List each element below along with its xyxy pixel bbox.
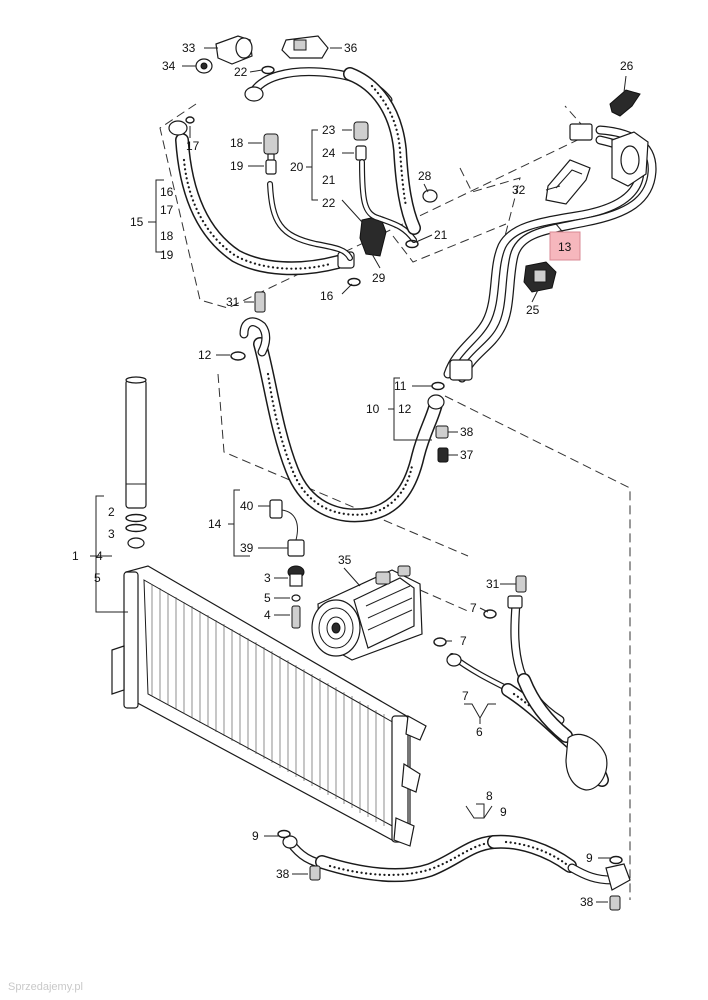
label-19-left: 19: [230, 159, 244, 173]
label-17-left: 17: [160, 203, 174, 217]
label-31-top: 31: [226, 295, 240, 309]
label-7-mid: 7: [460, 634, 467, 648]
label-26: 26: [620, 59, 634, 73]
watermark: Sprzedajemy.pl: [8, 981, 83, 993]
label-2: 2: [108, 505, 115, 519]
label-24: 24: [322, 146, 336, 160]
label-4-right: 4: [264, 608, 271, 622]
hose-8: [282, 834, 631, 891]
hose-15: [168, 120, 355, 276]
label-21-mid: 21: [322, 173, 336, 187]
label-5-right: 5: [264, 591, 271, 605]
valve-body-24: [355, 145, 367, 161]
hose-10: [239, 317, 445, 523]
label-1: 1: [72, 549, 79, 563]
label-18-left: 18: [230, 136, 244, 150]
highlight-box-13: [549, 231, 581, 261]
label-11: 11: [394, 379, 407, 393]
label-34: 34: [162, 59, 176, 73]
bolts-and-seals: [185, 65, 623, 911]
label-38-left: 38: [276, 867, 290, 881]
hose-22: [244, 67, 421, 235]
bracket-26: [609, 89, 641, 117]
cap-33: [215, 35, 253, 65]
label-9-left: 9: [252, 829, 259, 843]
label-10: 10: [366, 402, 380, 416]
label-21-right: 21: [434, 228, 448, 242]
cap-28: [422, 189, 438, 203]
label-12-right: 12: [398, 402, 412, 416]
label-36: 36: [344, 41, 358, 55]
label-22-mid: 22: [322, 196, 336, 210]
label-31-right: 31: [486, 577, 500, 591]
label-3-left: 3: [108, 527, 115, 541]
label-33: 33: [182, 41, 196, 55]
leader-lines: [92, 47, 627, 903]
label-16-left: 16: [160, 185, 174, 199]
label-19-group: 19: [160, 248, 174, 262]
label-7-top: 7: [470, 601, 477, 615]
ac-compressor: [311, 565, 423, 661]
nut-34: [195, 58, 213, 74]
pressure-sensor-36: [281, 35, 329, 59]
label-37: 37: [460, 448, 474, 462]
label-22-top: 22: [234, 65, 248, 79]
callout-labels: 33 34 36 22 17 18 19 23 24 20 21 22 28 2…: [72, 41, 634, 909]
clip-25: [523, 261, 557, 293]
label-35: 35: [338, 553, 352, 567]
label-25: 25: [526, 303, 540, 317]
label-7-bottom: 7: [462, 689, 469, 703]
label-5-left: 5: [94, 571, 101, 585]
label-13: 13: [558, 240, 572, 254]
pressure-switch-3: [287, 565, 305, 629]
label-38-mid: 38: [460, 425, 474, 439]
label-15: 15: [130, 215, 144, 229]
grouping-brackets: [90, 129, 496, 819]
label-3-right: 3: [264, 571, 271, 585]
pipe-20: [267, 159, 417, 261]
label-14: 14: [208, 517, 222, 531]
label-39: 39: [240, 541, 254, 555]
label-4-left: 4: [96, 549, 103, 563]
label-8: 8: [486, 789, 493, 803]
receiver-drier-cartridge: [125, 376, 147, 549]
schrader-valve-core-18: [263, 133, 279, 165]
valve-body-19: [265, 159, 277, 175]
label-18-group: 18: [160, 229, 174, 243]
label-12-left: 12: [198, 348, 212, 362]
label-17-top: 17: [186, 139, 200, 153]
label-29: 29: [372, 271, 386, 285]
label-6: 6: [476, 725, 483, 739]
label-9-bracket: 9: [500, 805, 507, 819]
label-40: 40: [240, 499, 254, 513]
label-32: 32: [512, 183, 526, 197]
label-20: 20: [290, 160, 304, 174]
label-38-right: 38: [580, 895, 594, 909]
assembly-outline-lower: [217, 373, 631, 900]
condenser: [111, 565, 427, 847]
label-23: 23: [322, 123, 336, 137]
pipe-13: [443, 123, 657, 383]
bracket-32: [545, 159, 591, 205]
label-16-right: 16: [320, 289, 334, 303]
hose-6: [446, 595, 609, 791]
label-9-right: 9: [586, 851, 593, 865]
label-28: 28: [418, 169, 432, 183]
schrader-valve-core-23: [353, 121, 369, 141]
